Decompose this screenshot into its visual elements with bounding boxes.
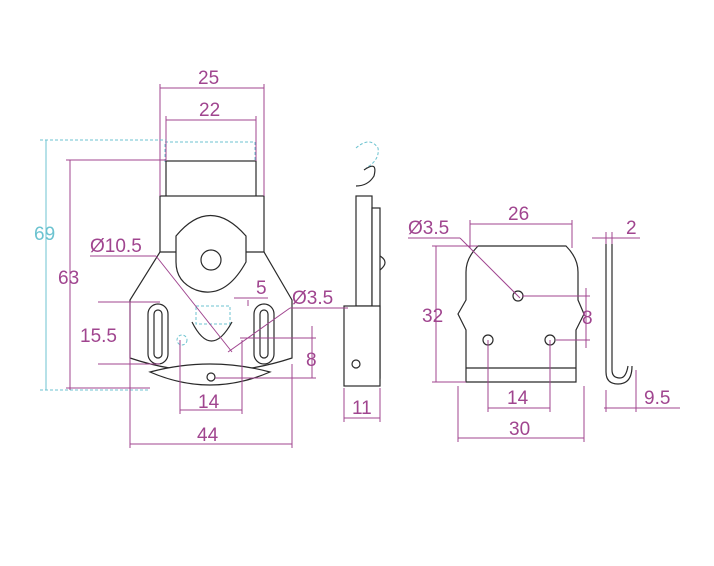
dim-8-plate: 8 [582, 308, 593, 329]
dim-9-5: 9.5 [644, 388, 670, 409]
latch-lever [175, 214, 247, 293]
small-left-hole [176, 334, 188, 346]
left-slot-inner [153, 309, 163, 359]
side-lever [355, 195, 373, 307]
dim-11: 11 [352, 398, 372, 419]
dim-25: 25 [198, 68, 219, 89]
dim-dia-3-5-front: Ø3.5 [292, 288, 333, 309]
front-view [129, 141, 293, 386]
dim-dia-3-5-plate: Ø3.5 [408, 218, 449, 239]
hook-profile-view [605, 244, 633, 385]
dim-8-front: 8 [306, 350, 317, 371]
pivot-hole [200, 249, 222, 271]
latch-tongue [165, 160, 257, 202]
dim-44: 44 [197, 425, 219, 446]
reference-outline [164, 141, 256, 163]
hook-profile [605, 244, 633, 385]
right-slot-inner [259, 309, 269, 359]
dim-69: 69 [34, 224, 55, 245]
hook [355, 165, 376, 187]
dim-14-front: 14 [198, 392, 220, 413]
spring [195, 305, 231, 325]
hook-reference [355, 141, 379, 169]
side-view [343, 141, 386, 387]
dim-dia-10-5: Ø10.5 [90, 236, 142, 257]
hook-profile-inner [611, 244, 629, 379]
dim-30: 30 [509, 419, 530, 440]
strike-plate-view [457, 245, 585, 383]
side-rivet [351, 359, 361, 369]
side-knob [379, 255, 386, 271]
dim-15-5: 15.5 [80, 326, 117, 347]
dim-22: 22 [199, 100, 220, 121]
mount-hole-front [206, 372, 216, 382]
dimension-labels: 25 22 69 63 Ø10.5 5 Ø3.5 15.5 8 14 44 11… [34, 68, 670, 446]
dim-5: 5 [256, 278, 267, 299]
cam-round [191, 321, 233, 342]
dim-2: 2 [626, 218, 637, 239]
strike-plate [457, 245, 585, 383]
dimension-lines [40, 84, 680, 448]
dim-32: 32 [422, 306, 443, 327]
dim-14-plate: 14 [507, 388, 529, 409]
dim-26: 26 [508, 204, 529, 225]
dim-63: 63 [58, 268, 79, 289]
side-base [343, 305, 381, 387]
